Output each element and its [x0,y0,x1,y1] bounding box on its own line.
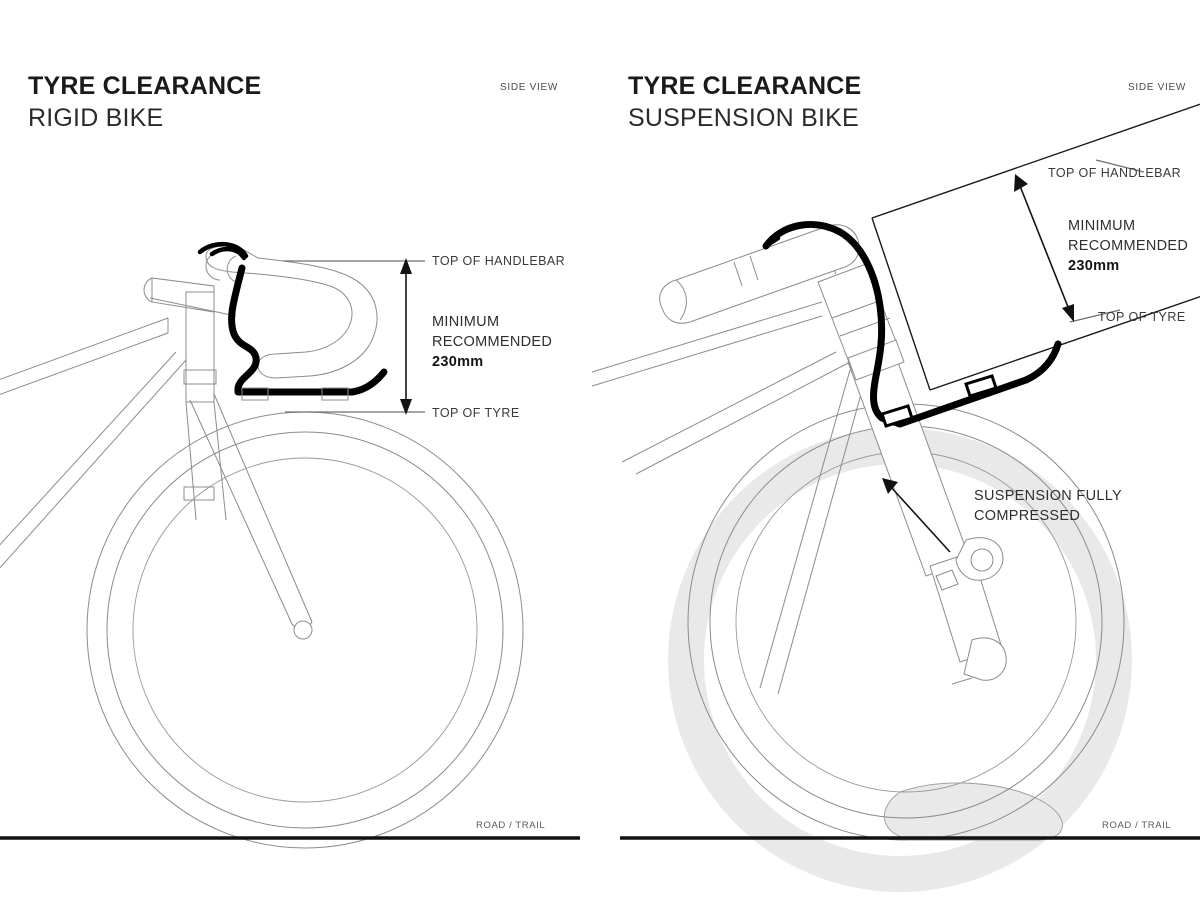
dimension-callout-suspension: MINIMUM RECOMMENDED 230mm [1068,216,1188,276]
bike-illustration-rigid [0,242,524,849]
label-top-of-handlebar-rigid: TOP OF HANDLEBAR [432,254,566,268]
callout-arrow-suspension [882,478,951,553]
head-tube-stem-rigid [143,277,237,521]
callout-arrow-shaft [889,485,951,553]
callout-line-1: SUSPENSION FULLY [974,488,1122,504]
panel-rigid-bike: TYRE CLEARANCE RIGID BIKE SIDE VIEW [0,74,580,849]
cable-routing-rigid [197,242,249,261]
dimension-line-1: MINIMUM [1068,218,1136,234]
panel-suspension-bike: TYRE CLEARANCE SUSPENSION BIKE [591,0,1200,900]
view-tag-rigid: SIDE VIEW [500,82,558,93]
extension-line-handlebar-susp [1095,159,1145,173]
bag-harness-suspension [762,221,1062,428]
callout-suspension-compressed: SUSPENSION FULLY COMPRESSED [974,486,1122,526]
bag-outline-suspension [871,103,1200,391]
label-top-of-handlebar-suspension: TOP OF HANDLEBAR [1048,166,1182,180]
page-subtitle-suspension: SUSPENSION BIKE [628,104,859,132]
dimension-arrowhead-top-susp [1014,174,1028,192]
page-title-rigid: TYRE CLEARANCE [28,72,262,100]
frame-tubes-suspension [591,301,867,695]
page-subtitle-rigid: RIGID BIKE [28,104,164,132]
dimension-system-suspension [1014,159,1145,323]
handlebar-suspension [659,224,860,324]
extension-line-tyre-susp [1069,309,1121,323]
bike-illustration-suspension [591,103,1200,892]
bag-harness-rigid [228,264,388,401]
ground-label-rigid: ROAD / TRAIL [476,820,546,831]
dimension-arrowhead-top [400,258,412,274]
label-top-of-tyre-suspension: TOP OF TYRE [1098,310,1186,324]
page-title-suspension: TYRE CLEARANCE [628,72,862,100]
heading-block-suspension: TYRE CLEARANCE SUSPENSION BIKE [628,74,861,131]
dimension-callout-rigid: MINIMUM RECOMMENDED 230mm [432,312,552,372]
suspension-fork [847,345,1007,685]
dimension-line-1: MINIMUM [432,314,500,330]
frame-tubes-rigid [0,317,187,569]
ground-line-rigid-wrap [0,836,580,840]
callout-arrowhead [882,478,898,494]
dimension-line-2: RECOMMENDED [1068,238,1189,254]
heading-block-rigid: TYRE CLEARANCE RIGID BIKE [28,74,261,131]
ground-label-suspension: ROAD / TRAIL [1102,820,1172,831]
view-tag-suspension: SIDE VIEW [1128,82,1186,93]
dimension-value: 230mm [1068,258,1120,274]
dimension-arrowhead-bottom [400,399,412,415]
label-top-of-tyre-rigid: TOP OF TYRE [432,406,520,420]
dimension-line-2: RECOMMENDED [432,334,553,350]
dimension-arrowhead-bottom-susp [1062,304,1074,322]
dimension-system-rigid [283,258,425,415]
callout-line-2: COMPRESSED [974,508,1081,524]
dimension-value: 230mm [432,354,484,370]
front-wheel-rigid [86,411,524,849]
fork-blade-rigid [189,393,313,640]
dimension-arrow-shaft-susp [1019,185,1071,313]
